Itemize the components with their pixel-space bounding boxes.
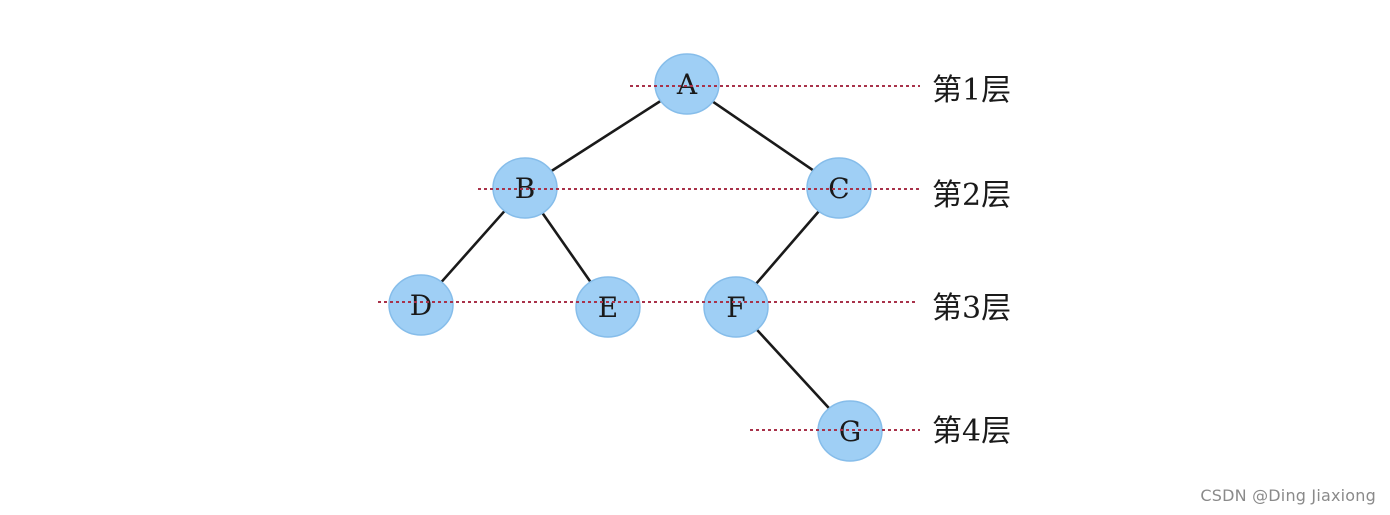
level-1-label: 第1层 <box>932 73 1011 108</box>
edge-b-e <box>540 210 593 285</box>
node-label: G <box>839 415 861 448</box>
node-circle <box>654 53 720 115</box>
node-d: D <box>388 274 454 336</box>
node-circle <box>703 276 769 338</box>
node-e: E <box>575 276 641 338</box>
node-label: A <box>676 68 698 101</box>
edge-a-b <box>548 98 664 174</box>
edges-layer <box>438 98 832 412</box>
level-4-label: 第4层 <box>932 414 1011 449</box>
node-circle <box>388 274 454 336</box>
edge-a-c <box>709 99 817 173</box>
edge-c-f <box>753 208 822 287</box>
node-circle <box>575 276 641 338</box>
node-a: A <box>654 53 720 115</box>
node-f: F <box>703 276 769 338</box>
watermark: CSDN @Ding Jiaxiong <box>1200 486 1376 505</box>
node-b: B <box>492 157 558 219</box>
node-label: D <box>410 289 432 322</box>
level-2-label: 第2层 <box>932 178 1011 213</box>
edge-b-d <box>438 208 508 285</box>
node-label: E <box>598 291 618 324</box>
node-label: F <box>726 291 745 324</box>
node-label: B <box>515 172 536 205</box>
level-3-label: 第3层 <box>932 291 1011 326</box>
edge-f-g <box>754 326 832 412</box>
